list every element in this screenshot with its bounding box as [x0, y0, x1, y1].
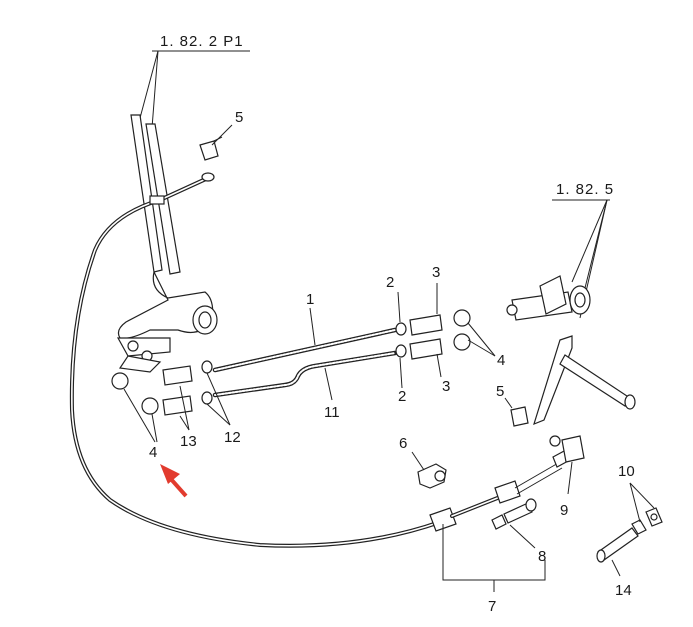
shaft-reference-label: 1. 82. 5 [556, 181, 614, 198]
callout-8: 8 [538, 548, 546, 565]
ball-joint-part-9: 9 [549, 435, 585, 519]
callout-11: 11 [324, 404, 340, 421]
callout-5-upper: 5 [235, 109, 243, 126]
clip-part-5-upper: 5 [199, 109, 243, 161]
rod-part-11: 11 [212, 350, 398, 421]
rod-part-1: 1 [212, 291, 398, 373]
callout-2-upper: 2 [386, 274, 394, 291]
shift-cable [69, 172, 571, 548]
rod-ends-right: 2 2 3 3 4 [386, 264, 505, 405]
cable-end-part-8: 8 [491, 498, 546, 565]
shift-lever [116, 114, 218, 373]
callout-1: 1 [306, 291, 314, 308]
callout-10: 10 [618, 463, 635, 480]
callout-3-upper: 3 [432, 264, 440, 281]
red-arrow-indicator [160, 464, 188, 498]
callout-4-left: 4 [149, 444, 157, 461]
callout-3-lower: 3 [442, 378, 450, 395]
callout-4-right: 4 [497, 352, 505, 369]
pin-and-nut-parts-10-14: 10 14 [596, 463, 663, 599]
lever-reference: 1. 82. 2 P1 [139, 33, 250, 129]
callout-5-lower: 5 [496, 383, 504, 400]
callout-2-lower: 2 [398, 388, 406, 405]
callout-6: 6 [399, 435, 407, 452]
cable-part-7-leader: 7 [442, 524, 546, 615]
callout-7: 7 [488, 598, 496, 615]
callout-13: 13 [180, 433, 197, 450]
clip-part-6: 6 [399, 435, 447, 489]
shift-shaft-assembly [506, 275, 636, 426]
callout-9: 9 [560, 502, 568, 519]
callout-12: 12 [224, 429, 241, 446]
callout-14: 14 [615, 582, 632, 599]
clip-part-5-lower: 5 [496, 383, 529, 427]
lever-reference-label: 1. 82. 2 P1 [160, 33, 244, 50]
rod-ends-left: 4 13 12 [111, 360, 241, 461]
